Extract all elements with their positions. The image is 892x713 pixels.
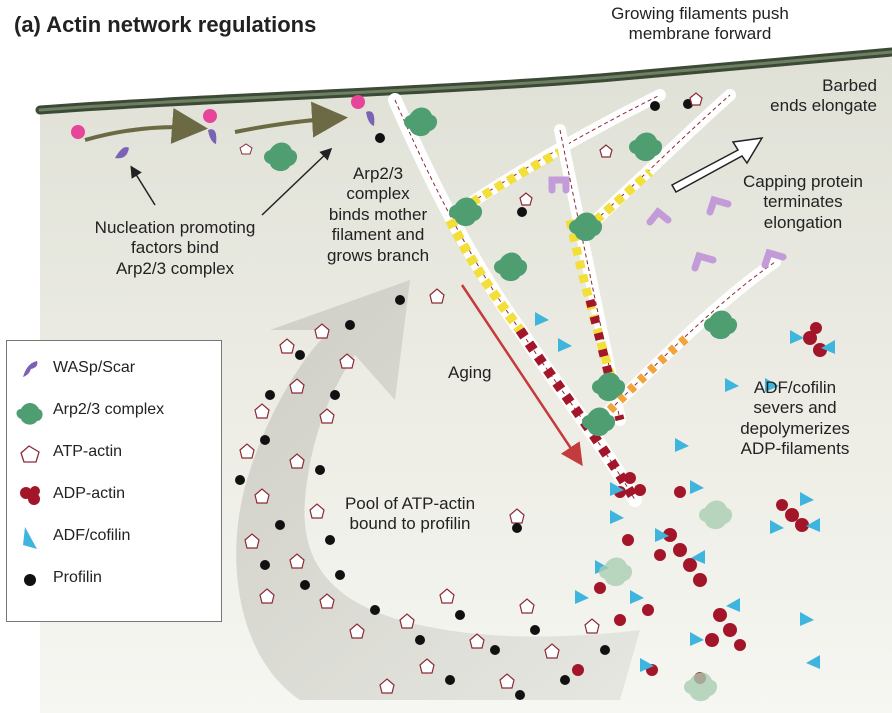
barbed-end-arrow	[670, 137, 764, 194]
legend: WASp/Scar Arp2/3 complex ATP-actin ADP-a…	[6, 340, 222, 622]
annotation-capping-protein: Capping protein terminates elongation	[742, 172, 864, 232]
legend-label: ADP-actin	[53, 485, 126, 502]
annotation-arp-branch: Arp2/3 complex binds mother filament and…	[326, 164, 430, 265]
recycling-pool-arrow	[236, 280, 640, 700]
nucleation-arrow-1	[84, 107, 208, 144]
wasp-scar-icon	[23, 361, 38, 377]
legend-label: ADF/cofilin	[53, 527, 131, 544]
legend-item-profilin: Profilin	[15, 565, 220, 595]
legend-item-arp23: Arp2/3 complex	[15, 397, 220, 427]
annotation-growing-filaments: Growing filaments push membrane forward	[611, 4, 789, 44]
adf-cofilin-icon	[23, 527, 37, 549]
arp23-complex-icon	[16, 403, 43, 425]
annotation-atp-pool: Pool of ATP-actin bound to profilin	[344, 494, 476, 534]
legend-label: ATP-actin	[53, 443, 123, 460]
legend-item-wasp-scar: WASp/Scar	[15, 355, 220, 385]
legend-label: Profilin	[53, 569, 102, 586]
aging-arrow	[460, 284, 583, 467]
annotation-nucleation: Nucleation promoting factors bind Arp2/3…	[94, 218, 256, 278]
adp-actin-icon	[20, 486, 40, 505]
annotation-aging: Aging	[448, 363, 492, 382]
legend-item-adp-actin: ADP-actin	[15, 481, 220, 511]
legend-label: WASp/Scar	[53, 359, 136, 376]
legend-label: Arp2/3 complex	[53, 401, 165, 418]
atp-actin-icon	[20, 445, 40, 463]
nucleation-arrow-2	[234, 101, 348, 138]
profilin-icon	[24, 574, 36, 586]
figure-title: (a) Actin network regulations	[14, 12, 317, 37]
atp-actin-pool	[239, 288, 600, 694]
legend-item-atp-actin: ATP-actin	[15, 439, 220, 469]
annotation-barbed-ends: Barbed ends elongate	[770, 76, 877, 116]
legend-item-adf-cofilin: ADF/cofilin	[15, 523, 220, 553]
annotation-adf-cofilin: ADF/cofilin severs and depolymerizes ADP…	[740, 378, 850, 459]
